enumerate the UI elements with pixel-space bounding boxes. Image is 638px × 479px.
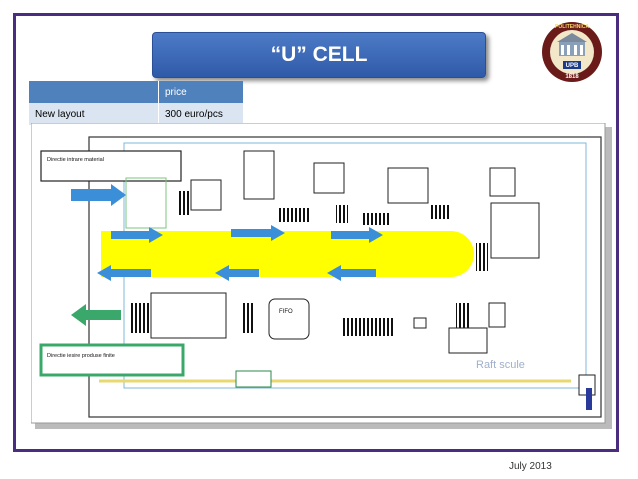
output-arrow [71,304,121,326]
table-header: price [29,81,243,103]
output-direction-box [39,343,185,377]
svg-text:POLITEHNICA: POLITEHNICA [555,24,589,30]
price-table: price New layout 300 euro/pcs [29,81,243,125]
conveyor-loop [101,231,474,277]
header-cell: price [158,81,243,103]
input-direction-label: Directie intrare material [47,157,104,163]
fifo-label: FIFO [279,309,293,315]
university-logo: UPB 1818 POLITEHNICA [537,20,607,84]
table-cell: 300 euro/pcs [158,103,243,125]
layout-drawing: Directie intrare material FIFO Directie … [31,123,612,429]
fifo-box [268,298,310,340]
header-cell [29,81,159,103]
input-arrow [71,184,126,206]
tool-rack-label: Raft scule [476,359,525,371]
input-direction-box [40,150,182,182]
table-cell: New layout [29,103,159,125]
svg-text:UPB: UPB [566,63,579,69]
footer-date: July 2013 [509,461,552,472]
table-row: New layout 300 euro/pcs [29,103,243,125]
output-direction-label: Directie iesire produse finite [47,353,115,359]
slide-frame [13,13,619,452]
slide-title: “U” CELL [152,32,486,78]
svg-text:1818: 1818 [565,74,579,80]
